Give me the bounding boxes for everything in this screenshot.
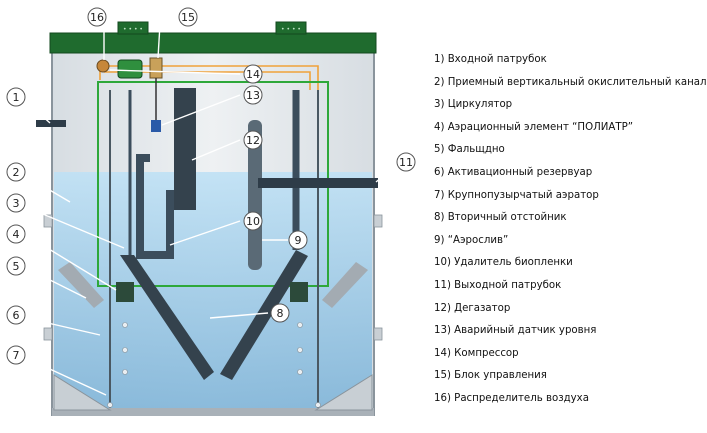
septic-tank-diagram: • • • • • • • • <box>6 7 416 416</box>
air-distributor <box>96 59 110 73</box>
compressor <box>117 59 143 79</box>
callout-11: 11 <box>396 152 416 172</box>
svg-text:16: 16 <box>90 11 104 24</box>
settler-wall-left <box>120 255 214 380</box>
legend-item: 7) Крупнопузырчатый аэратор <box>434 189 599 201</box>
callout-13: 13 <box>243 85 263 105</box>
legend-item: 1) Входной патрубок <box>434 54 547 65</box>
callout-12: 12 <box>243 130 263 150</box>
false-bottom-right <box>322 262 368 308</box>
wall-brackets <box>43 214 383 341</box>
callout-10: 10 <box>243 211 263 231</box>
aeration-element-right <box>290 282 308 302</box>
svg-text:6: 6 <box>13 309 20 322</box>
legend-item: 3) Циркулятор <box>434 99 513 111</box>
aeration-element-left <box>116 282 134 302</box>
callout-6: 6 <box>6 305 26 325</box>
svg-text:3: 3 <box>13 197 20 210</box>
callout-16: 16 <box>87 7 107 27</box>
svg-text:• • • •: • • • • <box>281 26 301 33</box>
bottom-corner-right <box>314 374 373 411</box>
callout-14: 14 <box>243 64 263 84</box>
svg-text:13: 13 <box>246 89 260 102</box>
legend-item: 5) Фальщдно <box>434 144 505 156</box>
svg-text:5: 5 <box>13 260 20 273</box>
lid-vent-right <box>275 21 307 35</box>
svg-text:8: 8 <box>277 307 284 320</box>
svg-text:2: 2 <box>13 166 20 179</box>
legend-item: 9) “Аэрослив” <box>434 234 509 246</box>
lid-vent-left <box>117 21 149 35</box>
legend-item: 10) Удалитель биопленки <box>434 257 573 269</box>
legend-item: 13) Аварийный датчик уровня <box>434 325 597 337</box>
false-bottom-left <box>58 262 104 308</box>
legend-item: 15) Блок управления <box>434 370 547 382</box>
water-volume <box>54 172 372 413</box>
circulator <box>136 154 174 259</box>
callout-5: 5 <box>6 256 26 276</box>
legend-item: 16) Распределитель воздуха <box>434 392 589 404</box>
svg-text:1: 1 <box>13 91 20 104</box>
bottom-corner-left <box>53 374 112 411</box>
aerolift <box>248 120 262 270</box>
svg-text:9: 9 <box>295 234 302 247</box>
callout-3: 3 <box>6 193 26 213</box>
leader-lines <box>25 23 399 396</box>
callout-4: 4 <box>6 224 26 244</box>
svg-text:14: 14 <box>246 68 260 81</box>
legend: 1) Входной патрубок 2) Приемный вертикал… <box>434 49 707 411</box>
level-sensor <box>151 120 161 132</box>
svg-text:11: 11 <box>399 156 413 169</box>
svg-text:4: 4 <box>13 228 20 241</box>
callout-9: 9 <box>288 230 308 250</box>
settler-wall-right <box>220 250 308 380</box>
svg-text:15: 15 <box>181 11 195 24</box>
coarse-aerator <box>107 322 321 408</box>
inlet-pipe <box>36 120 66 127</box>
legend-item: 12) Дегазатор <box>434 302 511 314</box>
callout-2: 2 <box>6 162 26 182</box>
callout-8: 8 <box>270 303 290 323</box>
legend-item: 8) Вторичный отстойник <box>434 212 567 224</box>
legend-item: 14) Компрессор <box>434 347 519 359</box>
callout-7: 7 <box>6 345 26 365</box>
control-unit <box>149 57 163 79</box>
svg-text:12: 12 <box>246 134 260 147</box>
callouts: 16 15 14 13 12 1 2 3 4 5 6 7 10 9 11 8 <box>6 7 416 365</box>
callout-15: 15 <box>178 7 198 27</box>
callout-1: 1 <box>6 87 26 107</box>
svg-text:• • • •: • • • • <box>123 26 143 33</box>
outlet-pipe <box>258 178 378 188</box>
legend-item: 4) Аэрационный элемент “ПОЛИАТР” <box>434 121 633 133</box>
svg-text:7: 7 <box>13 349 20 362</box>
tank-bottom <box>52 408 374 416</box>
svg-text:10: 10 <box>246 215 260 228</box>
legend-item: 11) Выходной патрубок <box>434 279 562 291</box>
degasser <box>174 88 196 210</box>
tank-lid <box>49 32 377 54</box>
legend-item: 6) Активационный резервуар <box>434 166 593 178</box>
legend-item: 2) Приемный вертикальный окислительный к… <box>434 76 707 88</box>
